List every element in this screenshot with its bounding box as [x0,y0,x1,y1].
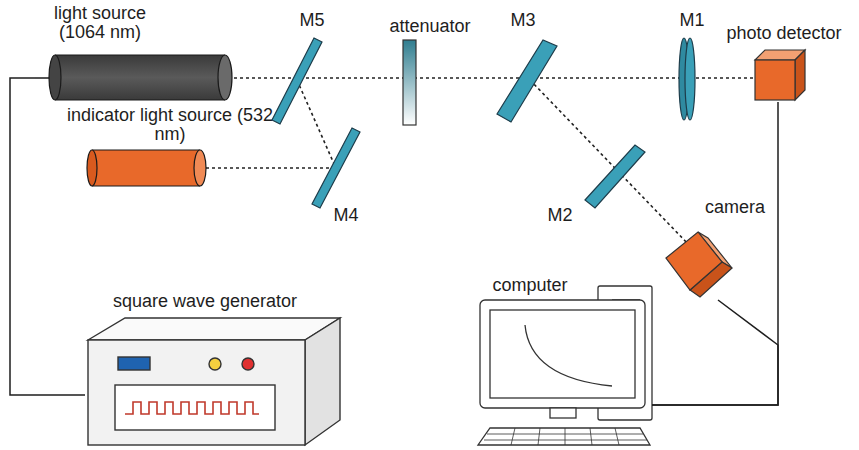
computer-node: computer [470,276,652,448]
mirror-label: M5 [299,10,324,30]
mirror-label: M2 [547,205,572,225]
device-label: computer [492,276,567,295]
indicator-source-node: indicator light source (532 nm) [60,106,285,190]
laser-source [35,55,232,100]
signal-wire [10,78,85,395]
camera-box [666,232,732,297]
device-label: square wave generator [113,292,297,311]
device-label: photo detector [726,24,841,43]
device-label: light source (1064 nm) [35,4,165,42]
signal-wire [652,102,778,405]
indicator-laser [87,150,206,186]
mirror-label: M3 [510,10,535,30]
photo-detector-node: photo detector [712,24,855,102]
signal-generator [88,318,340,445]
photo-detector-box [755,50,805,100]
mirror-symbol [272,38,695,208]
signal-wire [652,300,778,405]
computer-illustration [478,286,652,445]
generator-node: square wave generator [85,292,342,448]
camera-node: camera [662,198,775,300]
laser-source-node: light source (1064 nm) [35,4,235,102]
component-label: attenuator [389,16,470,36]
device-label: indicator light source (532 nm) [65,106,275,144]
attenuator-plate [403,40,416,125]
mirror-label: M4 [333,205,358,225]
mirror-label: M1 [679,10,704,30]
device-label: camera [705,198,765,217]
